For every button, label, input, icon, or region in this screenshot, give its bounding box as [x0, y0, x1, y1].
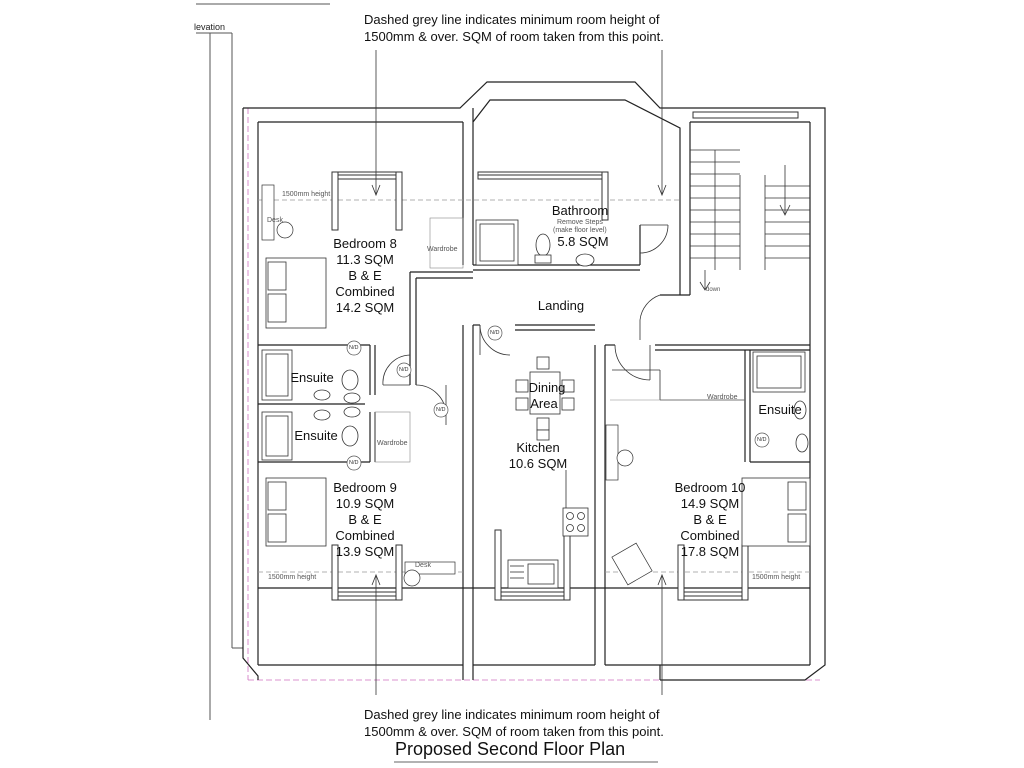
bathroom-name: Bathroom	[551, 203, 609, 218]
dining-line1: Dining	[528, 380, 566, 395]
bedroom9-name: Bedroom 9	[333, 480, 397, 495]
bedroom9-sqm: 10.9 SQM	[335, 496, 395, 511]
wardrobes	[374, 217, 745, 463]
bedroom10-combined: Combined	[680, 528, 740, 543]
nd-label-5: N/D	[490, 330, 500, 336]
wardrobe-label-c: Wardrobe	[707, 394, 738, 401]
bedroom8-sqm: 11.3 SQM	[336, 252, 394, 267]
bedroom10-be: B & E	[693, 512, 727, 527]
desk-label-b: Desk	[415, 562, 431, 569]
beds	[265, 257, 811, 547]
kitchen-sqm: 10.6 SQM	[508, 456, 568, 471]
plan-title: Proposed Second Floor Plan	[395, 739, 626, 759]
bathroom-note2: (make floor level)	[553, 227, 607, 234]
staircase	[690, 149, 810, 291]
nd-circles	[346, 325, 770, 471]
wardrobe-label-b: Wardrobe	[377, 440, 408, 447]
kitchen-name: Kitchen	[516, 440, 560, 455]
top-note-line1: Dashed grey line indicates minimum room …	[364, 12, 660, 27]
bottom-note-line1: Dashed grey line indicates minimum room …	[364, 707, 660, 722]
bottom-note-line2: 1500mm & over. SQM of room taken from th…	[364, 724, 664, 739]
sanitary-fixtures	[261, 219, 809, 461]
ensuite-c-name: Ensuite	[758, 402, 802, 417]
nd-label-6: N/D	[757, 437, 767, 443]
dining-line2: Area	[530, 396, 558, 411]
nd-label-4: N/D	[436, 407, 446, 413]
bedroom8-name: Bedroom 8	[333, 236, 397, 251]
ensuite-a-name: Ensuite	[290, 370, 334, 385]
bedroom10-combined-sqm: 17.8 SQM	[680, 544, 740, 559]
landing-name: Landing	[537, 298, 585, 313]
stairs-down-label: down	[706, 287, 721, 293]
height-label-c: 1500mm height	[752, 574, 801, 581]
sheet-frame	[196, 3, 330, 720]
ensuite-b-name: Ensuite	[294, 428, 338, 443]
bedroom10-name: Bedroom 10	[674, 480, 746, 495]
bedroom9-combined-sqm: 13.9 SQM	[335, 544, 395, 559]
bathroom-sqm: 5.8 SQM	[557, 234, 609, 249]
elevation-label: levation	[194, 22, 226, 32]
furniture	[261, 184, 653, 587]
dining-set	[515, 356, 575, 441]
top-note-line2: 1500mm & over. SQM of room taken from th…	[364, 29, 664, 44]
height-label-a: 1500mm height	[282, 191, 331, 198]
bedroom9-be: B & E	[348, 512, 382, 527]
windows	[331, 111, 799, 601]
bedroom8-combined-sqm: 14.2 SQM	[335, 300, 395, 315]
bedroom9-combined: Combined	[335, 528, 395, 543]
nd-label-2: N/D	[349, 460, 359, 466]
boundary-line	[247, 108, 820, 681]
nd-label-3: N/D	[399, 367, 409, 373]
bedroom8-be: B & E	[348, 268, 382, 283]
kitchen-units	[507, 470, 589, 589]
note-leaders	[371, 50, 667, 695]
wardrobe-label-a: Wardrobe	[427, 246, 458, 253]
nd-label-1: N/D	[349, 345, 359, 351]
height-label-b: 1500mm height	[268, 574, 317, 581]
bathroom-note1: Remove Steps	[557, 219, 603, 226]
bedroom8-combined: Combined	[335, 284, 395, 299]
desk-label-a: Desk	[267, 217, 283, 224]
bedroom10-sqm: 14.9 SQM	[680, 496, 740, 511]
